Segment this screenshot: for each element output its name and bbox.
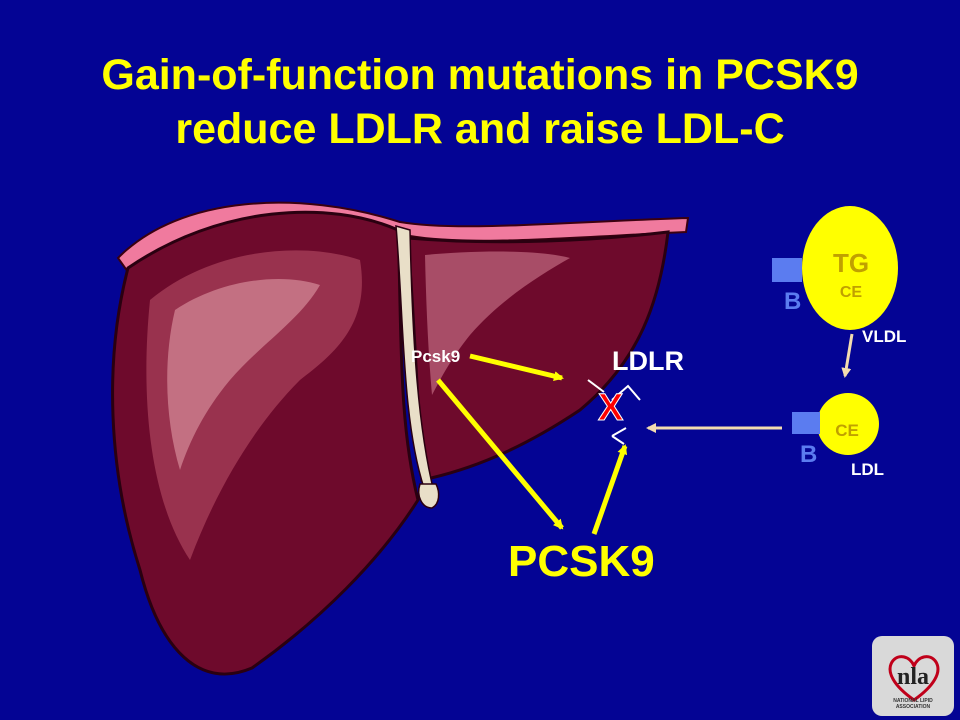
vldl-ce-label: CE [840,284,863,301]
title-line-2: reduce LDLR and raise LDL-C [175,105,785,153]
vldl-tg-label: TG [833,248,869,278]
logo-line-1: NATIONAL LIPID [893,698,933,704]
vldl-label: VLDL [862,327,906,346]
ldl-apob [792,412,820,434]
liver-right-lobe-highlight [167,278,320,470]
ldl-ce-label: CE [835,421,859,440]
title-line-1: Gain-of-function mutations in PCSK9 [101,51,859,99]
nla-logo-graphic: nla NATIONAL LIPID ASSOCIATION [888,655,940,710]
ldl-apob-label: B [800,441,817,468]
ldlr-label: LDLR [612,346,684,376]
vldl-particle: TG CE B VLDL [772,206,906,346]
vldl-circle [802,206,898,330]
ldl-particle: CE B LDL [792,393,884,479]
heart-icon [888,655,940,702]
nla-logo: nla NATIONAL LIPID ASSOCIATION [872,636,954,716]
arrow-protein-to-ldlr [591,444,628,535]
arrow-pcsk9-to-ldlr [469,353,564,382]
logo-mark: nla [897,664,929,690]
ldl-label: LDL [851,460,884,479]
vldl-apob-label: B [784,288,801,315]
logo-line-2: ASSOCIATION [896,704,931,710]
pcsk9-protein-label: PCSK9 [508,537,655,586]
slide-title: Gain-of-function mutations in PCSK9 redu… [0,48,960,156]
arrow-vldl-to-ldl [841,333,854,378]
arrow-pcsk9-gene-to-protein [436,378,564,530]
liver-left-lobe-highlight [425,251,570,395]
pcsk9-gene-label: Pcsk9 [411,347,460,366]
liver-illustration [111,201,690,676]
block-x-mark: X [598,387,624,429]
vldl-apob [772,258,802,282]
ldlr-receptor-icon [587,379,641,445]
ligament-tip [418,483,440,509]
ldl-circle [817,393,879,455]
